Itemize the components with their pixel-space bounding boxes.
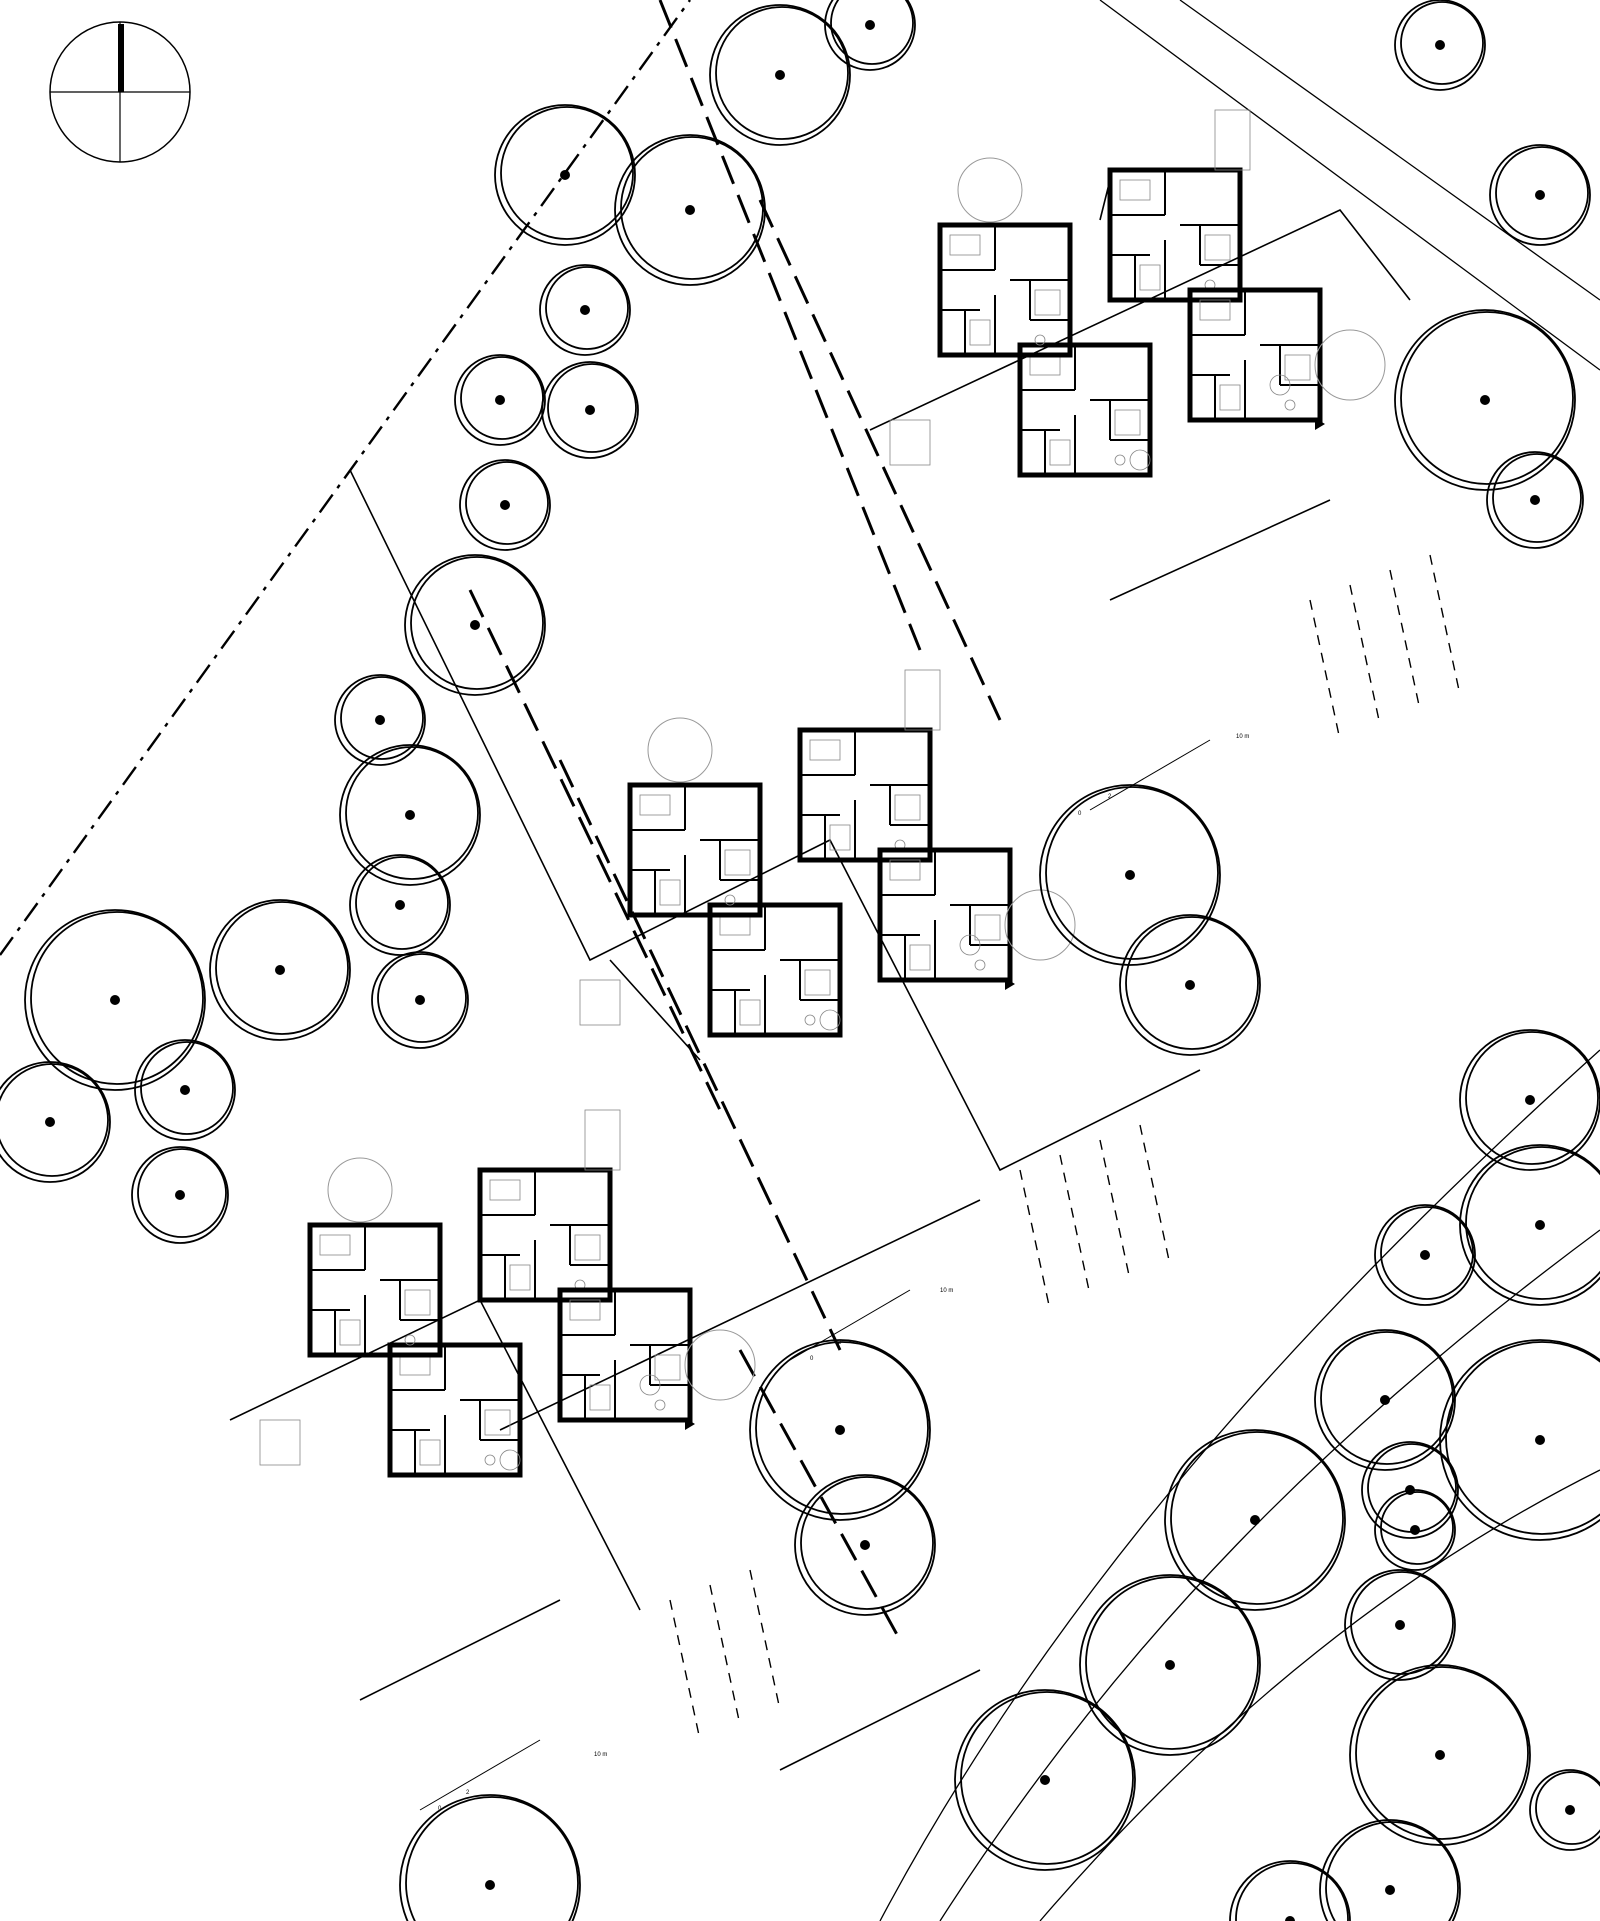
tree (824, 0, 916, 71)
parking-stalls (669, 554, 1461, 1741)
cluster-middle (580, 670, 1075, 1035)
tree (1349, 1664, 1531, 1846)
scale-label-mid: 2 (1108, 794, 1112, 800)
scale-label-start: 0 (1078, 811, 1082, 817)
tree (339, 744, 481, 886)
tree (24, 909, 206, 1091)
tree (1459, 1029, 1600, 1171)
tree (1079, 1574, 1261, 1756)
tree (709, 4, 851, 146)
scale-label-mid: 2 (838, 1340, 842, 1346)
north-arrow-icon (49, 21, 191, 163)
tree (131, 1146, 229, 1244)
tree (134, 1039, 236, 1141)
tree (209, 899, 351, 1041)
tree (404, 554, 546, 696)
tree (399, 1794, 581, 1921)
tree (1039, 784, 1221, 966)
tree (459, 459, 551, 551)
scale-label-end: 10 m (940, 1288, 953, 1294)
tree (349, 854, 451, 956)
scale-label-end: 10 m (594, 1752, 607, 1758)
scale-label-start: 0 (810, 1356, 814, 1362)
tree (1314, 1329, 1456, 1471)
tree (371, 951, 469, 1049)
tree (1486, 451, 1584, 549)
scale-bar-3: 0 2 10 m (419, 1739, 607, 1812)
tree (1229, 1860, 1351, 1921)
tree (1459, 1144, 1600, 1306)
tree (541, 361, 639, 459)
tree (539, 264, 631, 356)
tree (1394, 0, 1486, 91)
tree (454, 354, 546, 446)
tree (1529, 1769, 1600, 1851)
tree (794, 1474, 936, 1616)
property-boundary (0, 0, 691, 956)
tree (1164, 1429, 1346, 1611)
scale-label-start: 0 (438, 1806, 442, 1812)
tree (334, 674, 426, 766)
tree (614, 134, 766, 286)
tree (1489, 144, 1591, 246)
scale-label-mid: 2 (466, 1790, 470, 1796)
tree (1374, 1204, 1476, 1306)
cluster-south (260, 1110, 755, 1475)
tree (1119, 914, 1261, 1056)
tree (1374, 1489, 1456, 1571)
lot-dividers (468, 0, 1002, 1641)
tree (494, 104, 636, 246)
tree (1394, 309, 1576, 491)
tree (954, 1689, 1136, 1871)
tree (1439, 1339, 1600, 1541)
tree (1319, 1819, 1461, 1921)
road-curves (879, 0, 1600, 1921)
tree (0, 1061, 111, 1183)
scale-bar-1: 0 2 10 m (1078, 734, 1249, 817)
tree (1344, 1569, 1456, 1681)
scale-bar-2: 0 2 10 m (789, 1288, 953, 1362)
scale-label-end: 10 m (1236, 734, 1249, 740)
cluster-north (890, 110, 1385, 475)
tree (749, 1339, 931, 1521)
